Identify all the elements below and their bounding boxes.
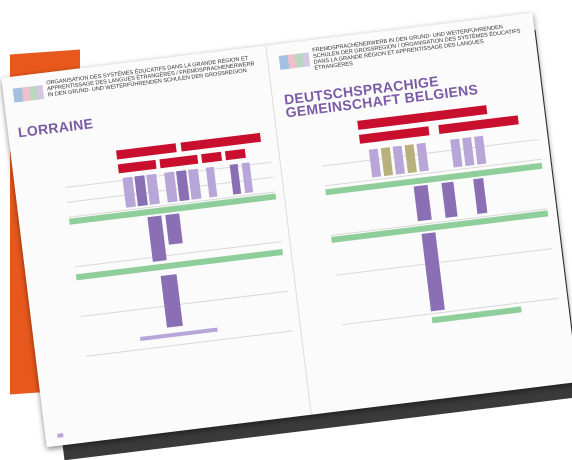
course-column — [160, 274, 183, 328]
course-column — [205, 166, 218, 198]
course-column — [392, 145, 405, 175]
red-header-bar — [201, 151, 223, 164]
course-column — [450, 138, 463, 168]
legend-swatch-icon — [57, 433, 64, 438]
course-column — [229, 163, 242, 195]
red-header-bar — [224, 148, 246, 161]
red-header-bar — [116, 143, 177, 160]
left-chart — [22, 132, 299, 410]
course-column — [368, 148, 382, 178]
course-column — [473, 178, 488, 214]
course-column — [416, 142, 429, 172]
course-column — [404, 144, 417, 174]
course-column — [421, 232, 445, 312]
logo-icon — [278, 52, 311, 70]
grid-line — [330, 208, 548, 236]
left-page: Organisation des systèmes éducatifs dans… — [1, 45, 312, 448]
course-bar — [139, 327, 218, 341]
red-header-bar — [180, 132, 262, 152]
grid-line — [80, 290, 288, 318]
green-band — [431, 306, 522, 324]
course-column — [441, 181, 458, 218]
course-column — [146, 173, 160, 205]
course-column — [187, 168, 202, 200]
brochure-spread: Organisation des systèmes éducatifs dans… — [1, 12, 572, 448]
grid-line — [341, 297, 559, 326]
course-column — [165, 213, 183, 245]
right-page: Fremdsprachenerwerb in den Grund- und we… — [267, 13, 572, 415]
red-header-bar — [159, 154, 199, 169]
left-legend — [57, 432, 66, 438]
course-column — [380, 147, 394, 177]
logo-icon — [12, 85, 45, 103]
course-column — [147, 215, 167, 262]
course-column — [462, 137, 475, 167]
course-column — [413, 184, 432, 222]
course-column — [474, 135, 487, 165]
right-chart — [288, 99, 565, 377]
grid-line — [335, 248, 553, 276]
green-band — [331, 210, 549, 243]
red-header-bar — [117, 159, 157, 174]
right-header-text: Fremdsprachenerwerb in den Grund- und we… — [311, 24, 521, 72]
course-column — [241, 162, 254, 194]
green-band — [325, 162, 543, 196]
red-header-bar — [358, 126, 430, 144]
